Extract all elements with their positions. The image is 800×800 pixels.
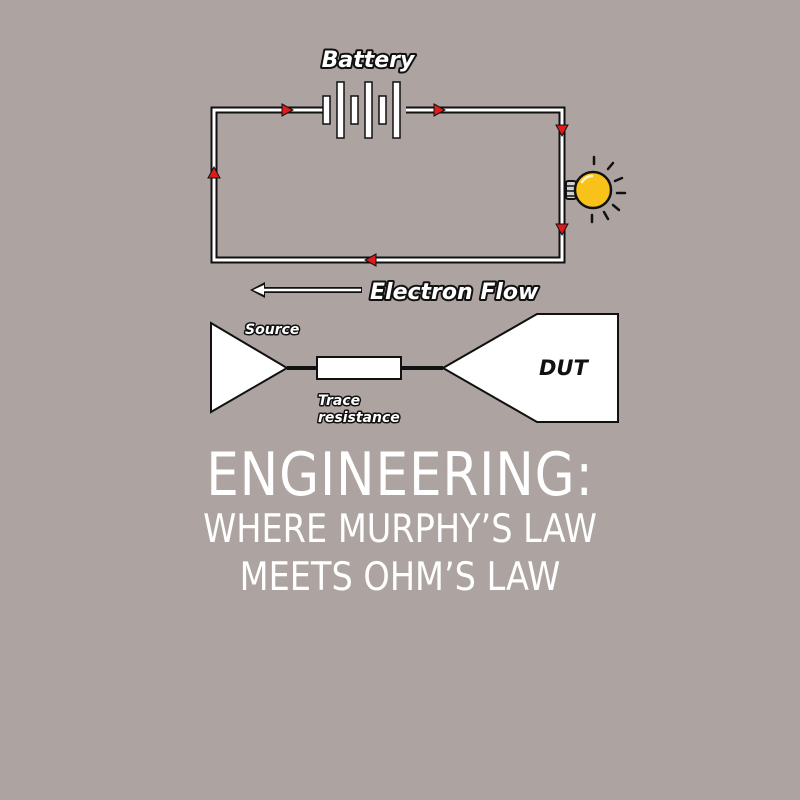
current-arrows xyxy=(207,103,569,267)
light-rays xyxy=(590,155,627,224)
dut-block xyxy=(440,313,619,423)
current-arrow-icon xyxy=(555,223,569,237)
battery-label: Battery xyxy=(322,48,416,73)
current-arrow-icon xyxy=(363,253,377,267)
circuit-loop xyxy=(210,106,566,264)
trace-resistor xyxy=(316,356,402,380)
source-label: Source xyxy=(245,322,299,338)
battery-icon xyxy=(322,81,401,139)
electron-flow-arrow xyxy=(250,282,362,298)
current-arrow-icon xyxy=(555,124,569,138)
slogan-line-2: WHERE MURPHY’S LAW xyxy=(203,507,597,552)
trace-label-line2: resistance xyxy=(318,410,400,426)
light-bulb-icon xyxy=(565,155,627,224)
dut-label: DUT xyxy=(539,356,589,380)
slogan-line-3: MEETS OHM’S LAW xyxy=(239,555,561,600)
current-arrow-icon xyxy=(433,103,447,117)
slogan-headline: ENGINEERING: xyxy=(206,440,594,510)
current-arrow-icon xyxy=(281,103,295,117)
electron-flow-label: Electron Flow xyxy=(370,280,539,305)
source-triangle xyxy=(210,321,289,414)
trace-label-line1: Trace xyxy=(318,393,360,409)
current-arrow-icon xyxy=(207,165,221,179)
